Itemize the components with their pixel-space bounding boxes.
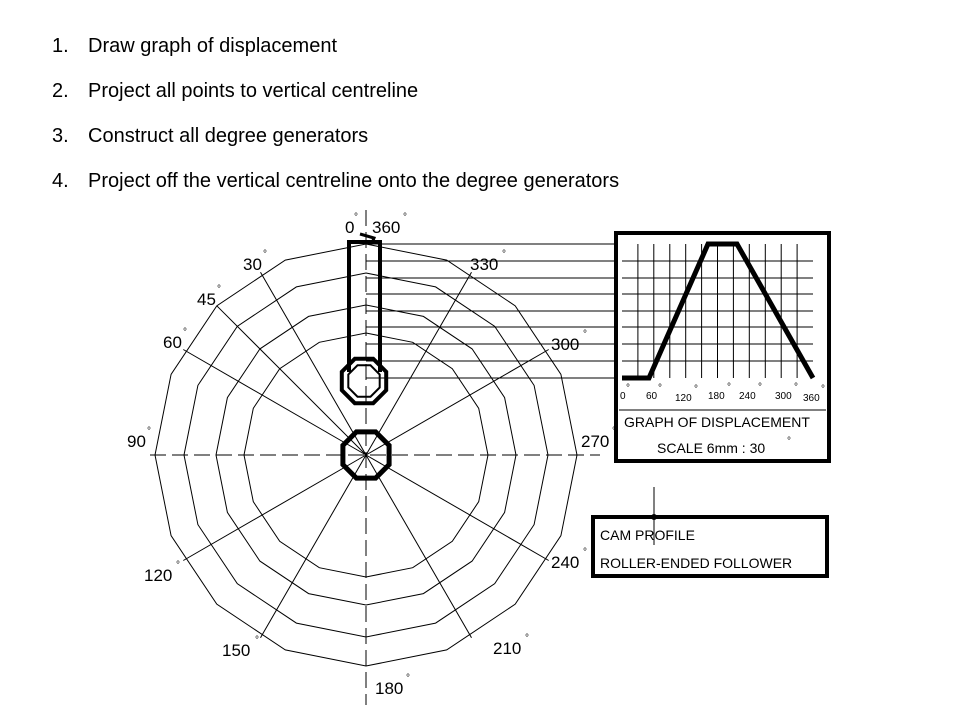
step-text: Project off the vertical centreline onto… xyxy=(88,170,620,192)
angle-210-label: 210 xyxy=(493,639,521,658)
degree-mark: ° xyxy=(794,382,798,393)
step-number: 1. xyxy=(52,35,69,57)
displacement-graph: 0 ° 60 ° 120 ° 180 ° 240 ° 300 ° 360 ° G… xyxy=(614,231,831,463)
graph-tick-labels: 0 ° 60 ° 120 ° 180 ° 240 ° 300 ° 360 ° xyxy=(620,382,825,404)
step-text: Draw graph of displacement xyxy=(88,35,338,57)
degree-mark: ° xyxy=(147,426,151,437)
degree-mark: ° xyxy=(525,633,529,644)
degree-mark: ° xyxy=(583,547,587,558)
degree-mark: ° xyxy=(821,384,825,395)
centrelines xyxy=(150,210,600,705)
tick-label: 0 xyxy=(620,391,626,402)
camshaft-hub xyxy=(340,429,392,481)
step-number: 4. xyxy=(52,170,69,192)
degree-mark: ° xyxy=(354,212,358,223)
degree-generator-line xyxy=(183,349,367,456)
projection-lines xyxy=(366,243,616,379)
angle-120-label: 120 xyxy=(144,566,172,585)
tick-label: 360 xyxy=(803,393,820,404)
degree-generator-line xyxy=(260,272,367,456)
degree-mark: ° xyxy=(626,383,630,394)
degree-generator-line xyxy=(365,454,549,561)
tick-label: 300 xyxy=(775,391,792,402)
graph-title: GRAPH OF DISPLACEMENT xyxy=(624,414,810,430)
angle-240-label: 240 xyxy=(551,553,579,572)
degree-mark: ° xyxy=(406,673,410,684)
angle-90-label: 90 xyxy=(127,432,146,451)
step-text: Construct all degree generators xyxy=(88,125,369,147)
tick-label: 120 xyxy=(675,393,692,404)
angle-180-label: 180 xyxy=(375,679,403,698)
step-number: 3. xyxy=(52,125,69,147)
degree-mark: ° xyxy=(502,249,506,260)
degree-mark: ° xyxy=(217,284,221,295)
degree-mark: ° xyxy=(758,382,762,393)
cam-profile-box: CAM PROFILE ROLLER-ENDED FOLLOWER xyxy=(591,487,829,578)
cam-box-title: CAM PROFILE xyxy=(600,527,695,543)
angle-300-label: 300 xyxy=(551,335,579,354)
tick-label: 240 xyxy=(739,391,756,402)
step-number: 2. xyxy=(52,80,69,102)
degree-generator-line xyxy=(365,349,549,456)
angle-45-label: 45 xyxy=(197,290,216,309)
degree-mark: ° xyxy=(255,635,259,646)
step-text: Project all points to vertical centrelin… xyxy=(88,80,419,102)
tick-label: 180 xyxy=(708,391,725,402)
degree-generator-line xyxy=(216,305,367,456)
graph-scale: SCALE 6mm : 30 xyxy=(657,440,765,456)
degree-mark: ° xyxy=(183,327,187,338)
tick-label: 60 xyxy=(646,391,658,402)
angle-360-label: 360 xyxy=(372,218,400,237)
angle-60-label: 60 xyxy=(163,333,182,352)
degree-mark: ° xyxy=(694,384,698,395)
degree-generator-line xyxy=(365,454,472,638)
degree-mark: ° xyxy=(727,382,731,393)
degree-mark: ° xyxy=(787,436,791,447)
roller-follower xyxy=(339,232,389,406)
angle-150-label: 150 xyxy=(222,641,250,660)
angle-30-label: 30 xyxy=(243,255,262,274)
degree-generator-line xyxy=(183,454,367,561)
degree-generator-line xyxy=(260,454,367,638)
degree-generator-line xyxy=(365,272,472,456)
degree-mark: ° xyxy=(176,560,180,571)
angle-labels: 0 ° 360 ° 30 ° 330 ° 45 ° 60 ° 300 ° 90 … xyxy=(127,212,616,698)
angle-330-label: 330 xyxy=(470,255,498,274)
degree-generators xyxy=(183,272,549,638)
angle-0-label: 0 xyxy=(345,218,354,237)
angle-270-label: 270 xyxy=(581,432,609,451)
degree-mark: ° xyxy=(263,249,267,260)
degree-mark: ° xyxy=(403,212,407,223)
cam-box-subtitle: ROLLER-ENDED FOLLOWER xyxy=(600,555,792,571)
degree-mark: ° xyxy=(583,329,587,340)
degree-mark: ° xyxy=(658,383,662,394)
